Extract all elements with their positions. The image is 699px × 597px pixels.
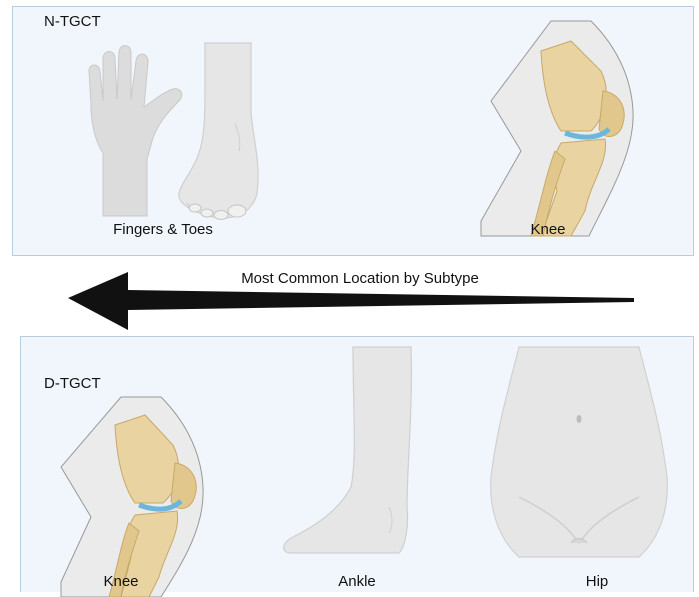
label-hip: Hip [557, 573, 637, 590]
leg-ankle-icon [281, 347, 421, 557]
panel-title-d-tgct: D-TGCT [44, 375, 101, 392]
hip-torso-icon [489, 347, 669, 567]
arrow-label: Most Common Location by Subtype [180, 270, 540, 287]
label-ankle: Ankle [317, 573, 397, 590]
label-knee-bottom: Knee [81, 573, 161, 590]
panel-d-tgct: D-TGCT Knee Ankle Hip [20, 336, 694, 592]
knee-joint-icon [61, 397, 231, 597]
